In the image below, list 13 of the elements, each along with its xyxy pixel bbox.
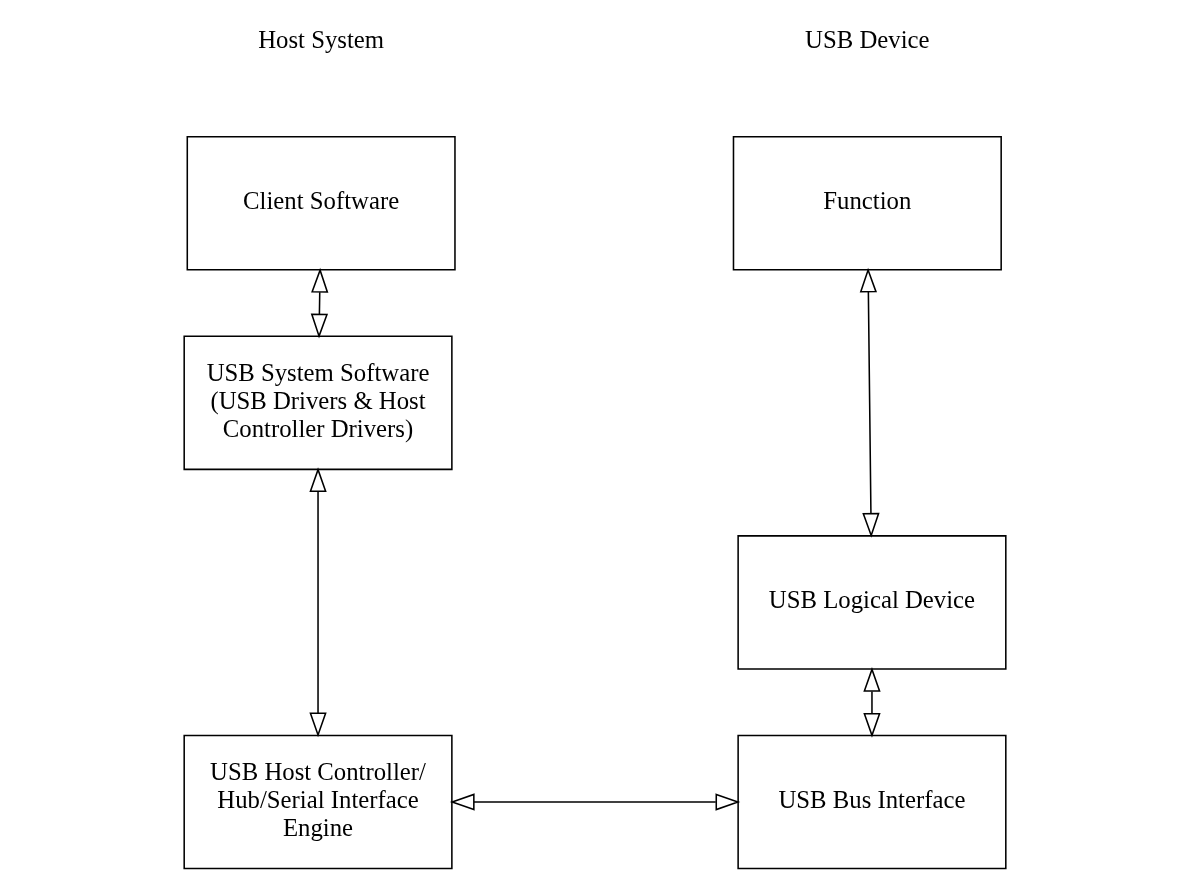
node-box: Client Software [186,135,456,271]
arrow [859,267,880,538]
node-box: USB System Software (USB Drivers & Host Controller Drivers) [182,335,453,471]
node-box: Function [732,135,1002,271]
node-box: USB Bus Interface [736,734,1007,870]
arrow [862,667,881,738]
arrow [308,467,327,738]
arrow [310,267,328,339]
arrow [449,793,740,811]
node-box: USB Logical Device [736,535,1007,670]
label: USB Device [804,26,930,54]
node-box: USB Host Controller/Hub/Serial Interface Engine [182,734,453,870]
label: Host System [257,26,384,54]
